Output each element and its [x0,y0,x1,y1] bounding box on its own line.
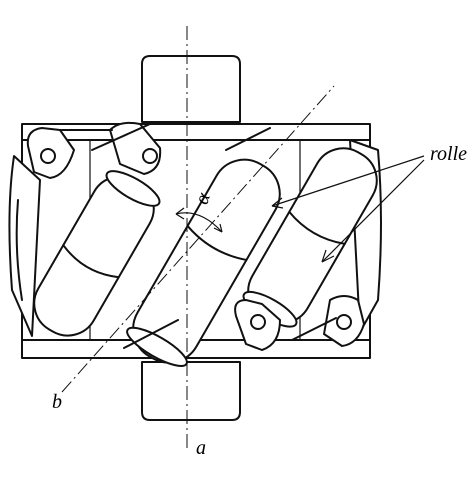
label-axis-b: b [52,391,62,413]
bracket-left [26,121,162,179]
roller-left [33,170,161,337]
angle-arrow-right [213,223,223,233]
bracket-right [234,295,365,351]
angle-arc [175,212,223,233]
label-axis-a: a [196,437,206,459]
roller-shafts [91,123,337,349]
hub-top [141,55,241,123]
axis-b-line [61,85,335,393]
roller-left-edge [8,155,41,337]
roller-leaders [271,155,425,263]
angle-arrow-left [175,207,185,220]
roller-right [242,147,378,328]
hub-bottom [141,361,241,421]
roller-center [126,158,281,367]
label-rollers: rolle [430,143,467,165]
